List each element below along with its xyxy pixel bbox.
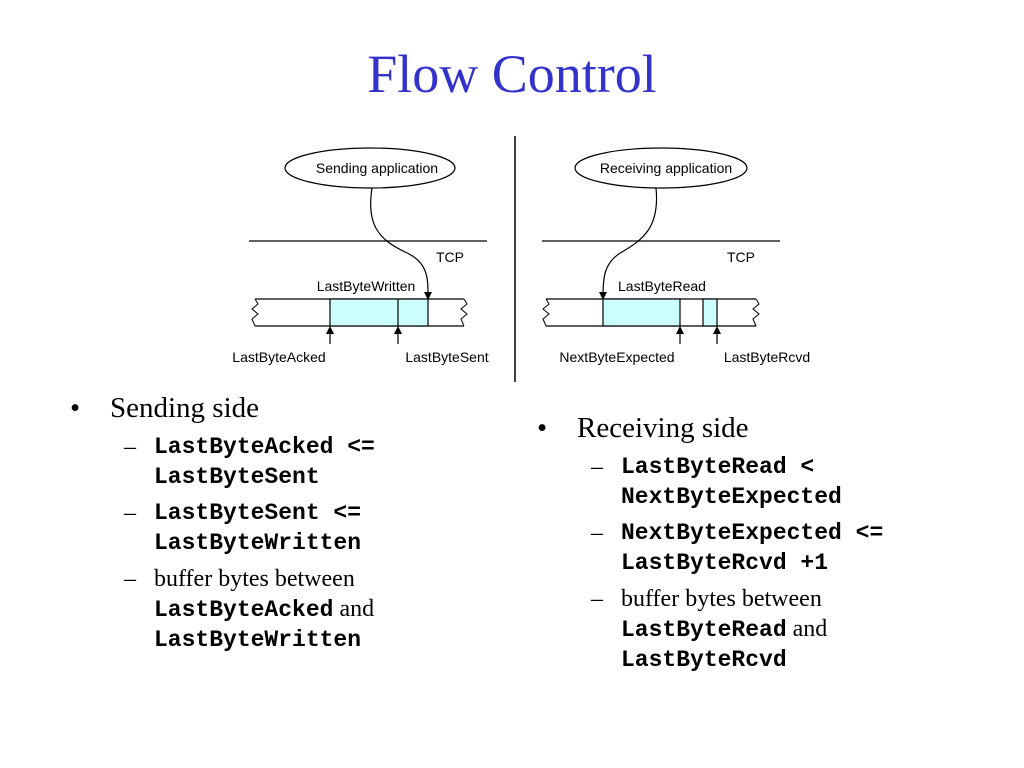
receiver-bottom-label-0: NextByteExpected: [559, 349, 674, 365]
sending-side-heading: Sending side: [70, 390, 470, 426]
code-line: NextByteExpected: [621, 484, 842, 510]
sending-item-1: – LastByteAcked <= LastByteSent: [70, 432, 470, 492]
code-term: LastByteAcked: [154, 597, 334, 623]
receiving-application-ellipse: [574, 147, 748, 189]
flow-control-diagram: Sending application TCP LastByteWritten …: [232, 136, 810, 382]
code-line: LastByteRcvd +1: [621, 550, 829, 576]
code-term: LastByteRcvd: [621, 647, 787, 673]
receiving-application-label: Receiving application: [600, 160, 732, 176]
code-line: LastByteAcked <=: [154, 434, 375, 460]
slide-title: Flow Control: [367, 44, 657, 104]
sender-buffer-left-break: [251, 298, 259, 327]
receiver-read-arrow: [599, 187, 658, 300]
sending-application-label: Sending application: [316, 160, 438, 176]
receiver-tcp-label: TCP: [727, 249, 755, 265]
dash-marker: –: [591, 520, 603, 546]
sending-item-3: – buffer bytes between LastByteAcked and…: [70, 564, 470, 655]
receiver-buffer-region-2: [702, 298, 718, 327]
code-line: NextByteExpected <=: [621, 520, 884, 546]
receiver-top-label: LastByteRead: [618, 278, 706, 294]
receiver-buffer-right-break: [752, 298, 760, 327]
code-line: LastByteWritten: [154, 530, 362, 556]
item-text: buffer bytes between: [154, 566, 355, 592]
code-term: LastByteWritten: [154, 627, 362, 653]
sending-side-section: Sending side – LastByteAcked <= LastByte…: [70, 390, 470, 655]
sender-tcp-label: TCP: [436, 249, 464, 265]
dash-marker: –: [124, 566, 136, 592]
dash-marker: –: [591, 454, 603, 480]
receiver-buffer-left-break: [542, 298, 550, 327]
receiving-item-2: – NextByteExpected <= LastByteRcvd +1: [537, 518, 977, 578]
receiving-side-section: Receiving side – LastByteRead < NextByte…: [537, 410, 977, 675]
code-line: LastByteSent <=: [154, 500, 362, 526]
item-text: buffer bytes between: [621, 586, 822, 612]
sender-buffer-right-break: [460, 298, 468, 327]
dash-marker: –: [124, 434, 136, 460]
item-text: and: [339, 596, 375, 622]
sender-top-label: LastByteWritten: [317, 278, 416, 294]
sender-bottom-label-0: LastByteAcked: [232, 349, 325, 365]
code-line: LastByteSent: [154, 464, 320, 490]
code-line: LastByteRead <: [621, 454, 815, 480]
sender-buffer-region: [329, 298, 429, 327]
receiving-item-1: – LastByteRead < NextByteExpected: [537, 452, 977, 512]
sender-bottom-label-1: LastByteSent: [405, 349, 488, 365]
code-term: LastByteRead: [621, 617, 787, 643]
dash-marker: –: [124, 500, 136, 526]
receiver-buffer-region-1: [602, 298, 681, 327]
sender-write-arrow: [370, 187, 432, 300]
sending-item-2: – LastByteSent <= LastByteWritten: [70, 498, 470, 558]
receiving-side-heading: Receiving side: [537, 410, 977, 446]
sending-application-ellipse: [284, 147, 456, 189]
receiving-item-3: – buffer bytes between LastByteRead and …: [537, 584, 977, 675]
receiver-bottom-label-1: LastByteRcvd: [724, 349, 810, 365]
dash-marker: –: [591, 586, 603, 612]
item-text: and: [792, 616, 828, 642]
